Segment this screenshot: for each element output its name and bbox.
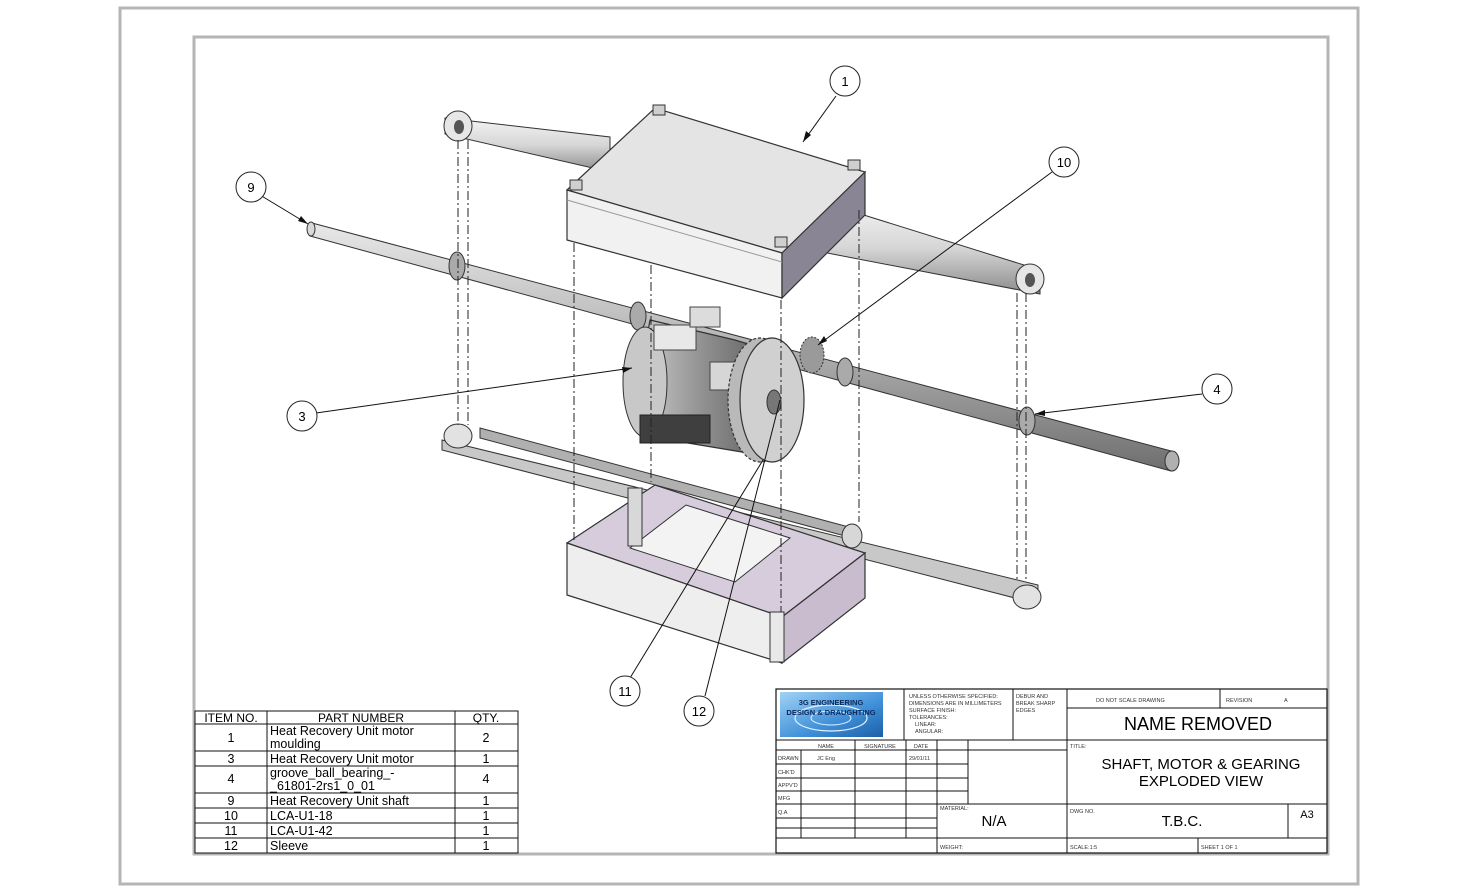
note-line: ANGULAR: [915,729,944,735]
note-line: SURFACE FINISH: [909,708,957,714]
col-signature: SIGNATURE [864,744,896,750]
bom-item: 1 [228,731,235,745]
bom-qty: 2 [483,731,490,745]
row-label-checked: CHK'D [778,770,795,776]
deburr-note: BREAK SHARP [1016,701,1055,707]
row-label-mfg: MFG [778,796,790,802]
company-name: NAME REMOVED [1124,714,1272,734]
balloon-12: 12 [683,695,715,727]
drawn-by: JC Eng [817,756,835,762]
bom-qty: 1 [483,752,490,766]
balloon-9: 9 [235,171,267,203]
drawing-title-line2: EXPLODED VIEW [1139,773,1264,790]
do-not-scale: DO NOT SCALE DRAWING [1096,698,1165,704]
bom-qty: 1 [483,794,490,808]
bom-part: Heat Recovery Unit shaft [270,794,409,808]
balloon-label: 1 [841,74,848,89]
alignment-lines [457,140,1027,612]
bom-part: groove_ball_bearing_- [270,766,394,780]
balloon-label: 12 [692,704,706,719]
bom-qty: 1 [483,824,490,838]
balloon-1: 1 [829,65,861,97]
note-line: DIMENSIONS ARE IN MILLIMETERS [909,701,1002,707]
deburr-note: DEBUR AND [1016,694,1048,700]
leader-lines [259,95,1203,697]
upper-housing [565,104,867,300]
scale-label: SCALE:1:5 [1070,845,1097,851]
bom-item: 3 [228,752,235,766]
revision-value: A [1284,698,1288,704]
title-block: 3G ENGINEERING DESIGN & DRAUGHTING UNLES… [775,688,1328,854]
bom-part-cont: moulding [270,737,321,751]
row-label-qa: Q.A [778,810,788,816]
bom-header-qty: QTY. [473,711,499,725]
bom-qty: 1 [483,839,490,853]
bom-qty: 1 [483,809,490,823]
inner-border [192,35,1330,856]
dwg-no-value: T.B.C. [1162,813,1203,830]
balloon-label: 10 [1057,155,1071,170]
drawing-title-line1: SHAFT, MOTOR & GEARING [1102,756,1301,773]
note-line: TOLERANCES: [909,715,948,721]
bom-part-cont: _61801-2rs1_0_01 [269,779,375,793]
balloon-10: 10 [1048,146,1080,178]
balloon-label: 4 [1213,382,1220,397]
balloon-label: 3 [298,409,305,424]
title-label: TITLE: [1070,744,1087,750]
col-date: DATE [914,744,929,750]
outer-border [118,6,1360,886]
note-line: UNLESS OTHERWISE SPECIFIED: [909,694,998,700]
row-label-drawn: DRAWN [778,756,799,762]
bom-item: 9 [228,794,235,808]
balloon-11: 11 [609,675,641,707]
bom-item: 10 [224,809,238,823]
col-name: NAME [818,744,834,750]
balloon-3: 3 [286,400,318,432]
bom-item: 4 [228,772,235,786]
bom-header-item: ITEM NO. [204,711,257,725]
note-line: LINEAR: [915,722,937,728]
bom-part: Heat Recovery Unit motor [270,724,414,738]
gears [727,336,825,463]
bom-part: Sleeve [270,839,308,853]
revision-label: REVISION [1226,698,1252,704]
bom-part: Heat Recovery Unit motor [270,752,414,766]
balloon-label: 9 [247,180,254,195]
balloon-label: 11 [618,684,632,699]
drawn-date: 29/01/11 [909,756,930,762]
balloon-4: 4 [1201,373,1233,405]
sheet-number: SHEET 1 OF 1 [1201,845,1238,851]
lower-housing [565,484,867,665]
company-logo: 3G ENGINEERING DESIGN & DRAUGHTING [780,692,883,737]
bom-item: 12 [224,839,238,853]
bom-part: LCA-U1-18 [270,809,333,823]
dwg-no-label: DWG NO. [1070,809,1095,815]
deburr-note: EDGES [1016,708,1036,714]
bom-qty: 4 [483,772,490,786]
logo-text-line1: 3G ENGINEERING [799,698,864,707]
bom-item: 11 [225,824,238,838]
bom-header-part: PART NUMBER [318,711,404,725]
bearings [448,251,1036,436]
sheet-size: A3 [1300,809,1313,821]
logo-text-line2: DESIGN & DRAUGHTING [786,708,875,717]
bom-part: LCA-U1-42 [270,824,333,838]
row-label-approved: APPV'D [778,783,798,789]
bill-of-materials: ITEM NO. PART NUMBER QTY. 1 Heat Recover… [194,710,519,854]
weight-label: WEIGHT: [940,845,963,851]
material-value: N/A [981,813,1006,830]
exploded-view [259,95,1203,697]
material-label: MATERIAL: [940,806,969,812]
leader-arrowheads [298,131,1045,416]
